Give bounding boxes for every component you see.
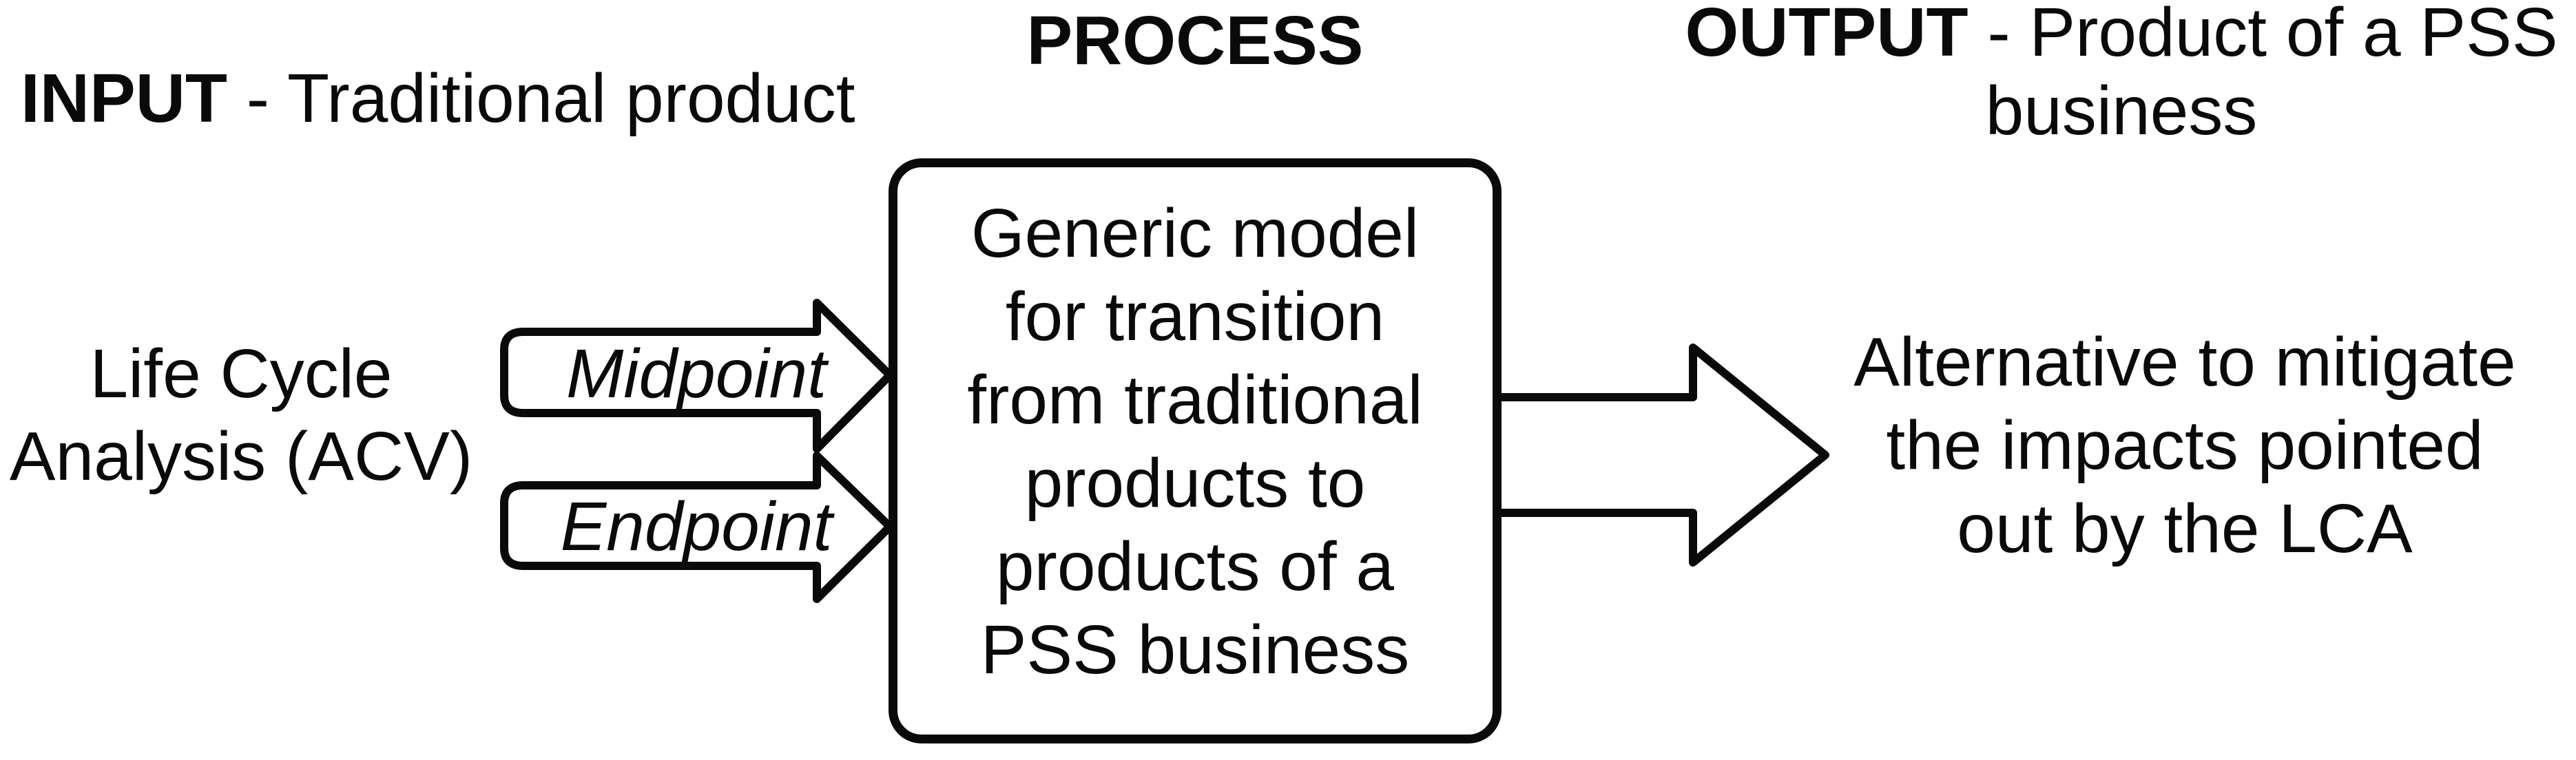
process-box-text: Generic model for transition from tradit… (967, 195, 1423, 688)
lca-source-label: Life Cycle Analysis (ACV) (9, 335, 473, 495)
output-heading: OUTPUT - Product of a PSS business (1667, 0, 2576, 150)
midpoint-arrow-shape (500, 299, 894, 453)
output-heading-keyword: OUTPUT (1685, 0, 1969, 71)
endpoint-arrow-shape (500, 452, 894, 603)
process-heading: PROCESS (1026, 2, 1364, 79)
input-heading-rest: - Traditional product (227, 60, 855, 137)
output-result-label: Alternative to mitigate the impacts poin… (1853, 324, 2516, 567)
output-heading-rest: - Product of a PSS (1968, 0, 2558, 71)
input-heading-keyword: INPUT (21, 60, 227, 137)
process-box: Generic model for transition from tradit… (889, 158, 1502, 743)
endpoint-arrow-label: Endpoint (560, 487, 833, 565)
midpoint-arrow-label: Midpoint (566, 335, 827, 412)
output-heading-line2: business (1985, 72, 2258, 149)
input-heading: INPUT - Traditional product (21, 59, 855, 138)
output-heading-line1: OUTPUT - Product of a PSS (1667, 0, 2576, 72)
output-arrow-shape (1492, 344, 1829, 567)
